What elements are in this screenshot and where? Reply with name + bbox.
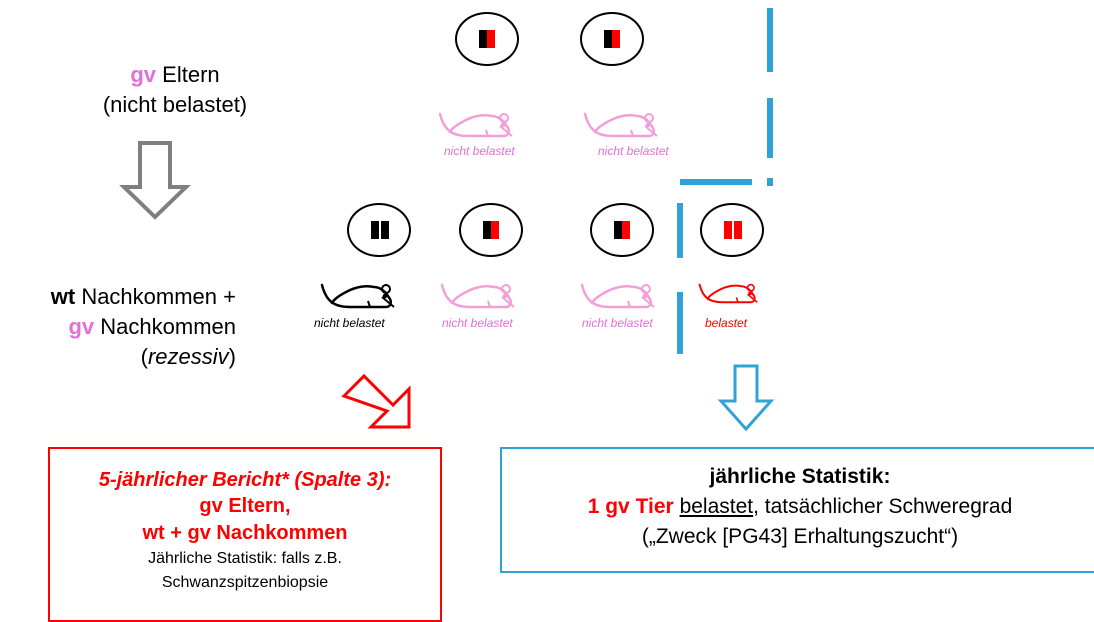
genotype-circle-icon [347, 203, 411, 257]
mouse-icon [698, 283, 759, 304]
genotype-circle-icon [459, 203, 523, 257]
stats-rest: , tatsächlicher Schweregrad [753, 495, 1013, 518]
mouse-icon [438, 112, 514, 138]
report-line-2: wt + gv Nachkommen [142, 522, 348, 544]
down-arrow-icon [119, 141, 191, 220]
mouse-label-parent-2: nicht belastet [598, 144, 669, 158]
mouse-label-child-3: nicht belastet [582, 316, 653, 330]
genotype-circle-icon [455, 12, 519, 66]
stats-line-3: („Zweck [PG43] Erhaltungszucht“) [641, 525, 959, 548]
stats-underlined: belastet [679, 495, 754, 518]
offspring-gv-word: Nachkommen [100, 314, 236, 339]
mouse-label-child-2: nicht belastet [442, 316, 513, 330]
stats-title: jährliche Statistik: [709, 465, 891, 488]
down-arrow-icon [341, 373, 411, 429]
offspring-label: wt Nachkommen + gv Nachkommen (rezessiv) [0, 282, 236, 372]
parents-note: (nicht belastet) [102, 92, 248, 117]
mouse-icon [440, 283, 516, 309]
parents-gv-prefix: gv [130, 62, 157, 87]
mouse-icon [320, 283, 396, 309]
offspring-wt-prefix: wt [50, 284, 76, 309]
mouse-label-parent-1: nicht belastet [444, 144, 515, 158]
annual-statistics-box: jährliche Statistik: 1 gv Tier belastet,… [500, 447, 1094, 573]
five-year-report-box: 5-jährlicher Bericht* (Spalte 3): gv Elt… [48, 447, 442, 622]
genotype-circle-icon [580, 12, 644, 66]
report-line-1: gv Eltern, [199, 495, 291, 517]
parents-label: gv Eltern (nicht belastet) [95, 60, 255, 120]
offspring-mode-line: (rezessiv) [140, 344, 236, 369]
report-line-4: Schwanzspitzenbiopsie [161, 574, 329, 591]
mouse-label-child-4: belastet [705, 316, 748, 330]
genotype-circle-icon [590, 203, 654, 257]
offspring-gv-line: gv Nachkommen [0, 312, 236, 342]
down-arrow-icon [717, 364, 775, 432]
mouse-icon [583, 112, 659, 138]
genotype-circle-icon [700, 203, 764, 257]
offspring-mode: rezessiv [147, 344, 229, 369]
offspring-wt-line: wt Nachkommen + [0, 282, 236, 312]
report-line-3: Jährliche Statistik: falls z.B. [148, 550, 342, 567]
offspring-wt-word: Nachkommen + [81, 284, 236, 309]
blue-dashed-lines [677, 8, 773, 354]
parents-word: Eltern [162, 62, 220, 87]
stats-line-2: 1 gv Tier belastet, tatsächlicher Schwer… [502, 492, 1094, 522]
stats-highlight: 1 gv Tier [587, 495, 674, 518]
mouse-icon [580, 283, 656, 309]
mouse-label-child-1: nicht belastet [314, 316, 385, 330]
report-title: 5-jährlicher Bericht* (Spalte 3): [98, 469, 392, 491]
offspring-gv-prefix: gv [68, 314, 95, 339]
